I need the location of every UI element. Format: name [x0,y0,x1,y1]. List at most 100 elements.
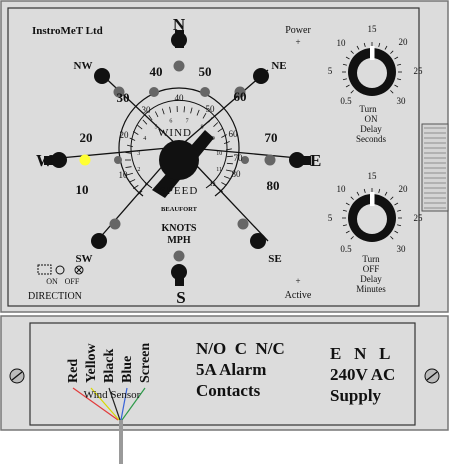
compass-n: N [173,15,186,34]
lamp-sw [91,218,121,249]
wind-speed-knob[interactable] [159,140,199,180]
on-scale-0-5: 0.5 [340,96,352,106]
turn-off-dial[interactable] [348,192,396,242]
speed-tick [183,106,185,113]
dial-tick [345,56,350,60]
speed-tick [221,182,227,186]
speed-tick [142,119,148,125]
beaufort-11: 11 [216,167,222,173]
outer-right-4: 80 [267,178,280,193]
speed-tick [217,187,223,193]
beaufort-7: 7 [186,118,189,124]
direction-indicator-on [79,154,91,166]
wire-black [108,387,121,421]
inner-left-2: 20 [120,130,130,140]
beaufort-5: 5 [155,125,158,131]
beaufort-6: 6 [169,118,172,124]
lamp-s [171,250,187,286]
beaufort-label: BEAUFORT [161,206,198,213]
speed-dots [114,87,249,164]
speed-tick [161,108,165,115]
speed-tick [225,169,232,172]
dial-tick [396,224,402,227]
inner-right-4: 80 [232,169,242,179]
speed-tick [126,144,134,148]
lamp-se [237,218,266,249]
speed-tick [137,124,143,130]
dial-tick [390,90,394,94]
outer-right-3: 70 [265,130,278,145]
speed-tick [190,107,193,114]
turn-on-line3: Delay [360,124,382,134]
on-scale-20: 20 [399,37,409,47]
dial-tick [342,63,348,66]
speed-tick [202,113,207,119]
dial-tick [390,196,394,200]
outer-speed-scale: 10 20 30 40 50 60 70 80 [76,64,280,197]
lamp-ne [234,68,269,98]
screw-left[interactable] [9,368,25,384]
speed-tick [169,106,172,113]
speed-tick [226,155,233,158]
dial-tick [378,188,381,194]
compass-w: W [36,151,53,170]
off-scale-25: 25 [414,213,424,223]
speed-tick [226,162,233,165]
turn-on-dial[interactable] [348,46,396,96]
supply-line3: Supply [330,386,382,405]
off-scale-30: 30 [397,244,407,254]
dial-tick [356,191,360,196]
outer-right-1: 50 [199,64,212,79]
dial-tick [390,236,394,240]
turn-off-line3: Delay [360,274,382,284]
knots-label: KNOTS [161,223,196,234]
beaufort-8: 8 [201,125,204,131]
wire-label-yellow: Yellow [84,342,99,383]
active-label: Active [285,290,312,301]
beaufort-4: 4 [143,136,146,142]
beaufort-12: 12 [210,182,216,188]
lamp-w [44,152,91,168]
turn-on-scale: 0.5 5 10 15 20 25 30 [328,24,423,106]
compass-s: S [176,288,185,307]
beaufort-1: 1 [144,182,147,188]
dial-tick [394,230,399,234]
legend-on-label: ON [46,277,58,286]
dial-tick [396,209,402,212]
wire-label-black: Black [102,349,117,383]
speed-tick [125,166,132,168]
speed-tick [137,190,143,196]
power-sign: + [295,37,300,47]
wind-sensor-label: Wind Sensor [84,389,141,401]
turn-off-scale: 0.5 5 10 15 20 25 30 [328,171,423,254]
wire-screen [121,387,146,421]
mph-label: MPH [167,235,191,246]
supply-terminals: E N L 240V AC Supply [330,344,395,405]
compass-e: E [310,151,321,170]
compass-sw: SW [75,253,92,265]
on-scale-15: 15 [368,24,378,34]
speed-tick [154,111,159,118]
speed-tick [129,179,136,183]
dial-tick [394,56,399,60]
compass-nw: NW [74,60,93,72]
outer-left-3: 30 [117,90,130,105]
dial-tick [396,63,402,66]
on-scale-10: 10 [337,38,347,48]
dial-tick [394,84,399,88]
dial-tick [394,202,399,206]
screw-right[interactable] [424,368,440,384]
alarm-line2: 5A Alarm [196,360,266,379]
lamp-nw [94,68,125,98]
wire-labels: Red Yellow Black Blue Screen [66,342,153,383]
lamp-e [264,152,311,168]
turn-on-line2: ON [365,114,378,124]
lamp-n [171,30,187,72]
alarm-contacts: N/O C N/C 5A Alarm Contacts [196,339,285,400]
speed-tick [208,117,213,123]
dial-tick [345,230,350,234]
active-sign: + [295,276,300,286]
wire-label-red: Red [66,359,81,383]
